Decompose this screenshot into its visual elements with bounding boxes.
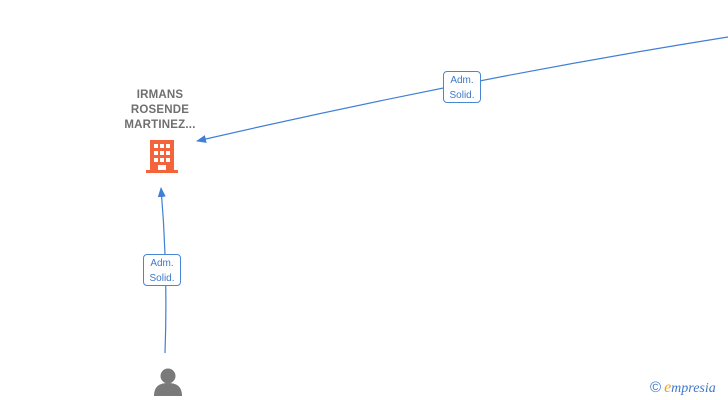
building-icon[interactable] — [146, 140, 178, 173]
brand-watermark: ©empresia — [650, 379, 716, 399]
edge-label-line: Adm. — [450, 75, 474, 86]
company-name-line: ROSENDE — [130, 104, 190, 116]
edge-label-line: Adm. — [150, 258, 174, 269]
company-node-label[interactable]: IRMANS ROSENDE MARTINEZ... — [110, 88, 210, 133]
edge-label-line: Solid. — [149, 273, 175, 284]
edge-label-top[interactable]: Adm. Solid. — [443, 71, 481, 103]
edge-label-line: Solid. — [449, 90, 475, 101]
company-name-line: IRMANS — [136, 89, 184, 101]
company-name-line: MARTINEZ... — [124, 119, 196, 131]
copyright-icon: © — [650, 379, 662, 396]
edge-label-bottom[interactable]: Adm. Solid. — [143, 254, 181, 286]
brand-name: mpresia — [671, 381, 716, 396]
brand-logo-letter: e — [664, 379, 672, 396]
person-icon[interactable] — [154, 368, 182, 397]
